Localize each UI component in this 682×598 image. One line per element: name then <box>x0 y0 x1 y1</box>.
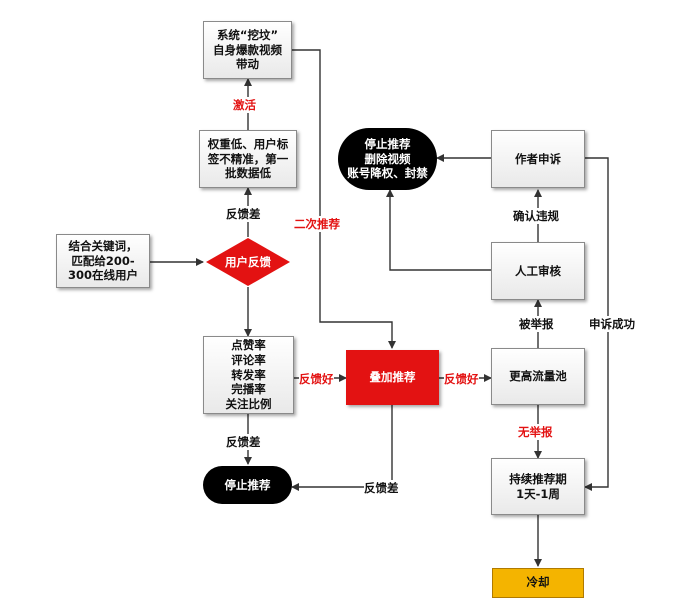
node-manual-review: 人工审核 <box>491 242 585 300</box>
label-appeal-success: 申诉成功 <box>589 316 635 332</box>
label-feedback-bad-top: 反馈差 <box>226 206 261 222</box>
label-feedback-good-right: 反馈好 <box>444 371 479 387</box>
node-keywords: 结合关键词， 匹配给200- 300在线用户 <box>56 234 150 288</box>
node-wakeup: 系统“挖坟” 自身爆款视频 带动 <box>203 21 292 79</box>
label-feedback-good-left: 反馈好 <box>299 371 334 387</box>
label-reported: 被举报 <box>519 316 554 332</box>
node-user-feedback-label: 用户反馈 <box>225 255 271 269</box>
node-cold: 冷却 <box>492 568 584 598</box>
label-feedback-bad-bottom: 反馈差 <box>226 434 261 450</box>
node-author-appeal: 作者申诉 <box>491 130 585 188</box>
label-no-report: 无举报 <box>518 424 553 440</box>
node-stop-left: 停止推荐 <box>203 466 292 504</box>
node-stop-top: 停止推荐 删除视频 账号降权、封禁 <box>338 128 437 190</box>
node-metrics: 点赞率 评论率 转发率 完播率 关注比例 <box>203 336 294 414</box>
node-user-feedback: 用户反馈 <box>205 237 291 287</box>
edge-review-to-stop-top <box>386 189 491 271</box>
label-second-recommend: 二次推荐 <box>294 216 340 232</box>
edge-second-recommend <box>292 49 396 349</box>
node-continue: 持续推荐期 1天-1周 <box>491 458 585 515</box>
label-feedback-bad-right: 反馈差 <box>364 480 399 496</box>
node-stack-recommend: 叠加推荐 <box>346 350 439 405</box>
diamond-shape <box>206 238 290 286</box>
label-activate: 激活 <box>233 97 256 113</box>
label-confirm-violation: 确认违规 <box>513 208 559 224</box>
edge-stack-to-stop <box>291 405 393 491</box>
node-higher-pool: 更高流量池 <box>491 348 585 405</box>
node-low-weight: 权重低、用户标 签不精准，第一 批数据低 <box>199 130 297 188</box>
